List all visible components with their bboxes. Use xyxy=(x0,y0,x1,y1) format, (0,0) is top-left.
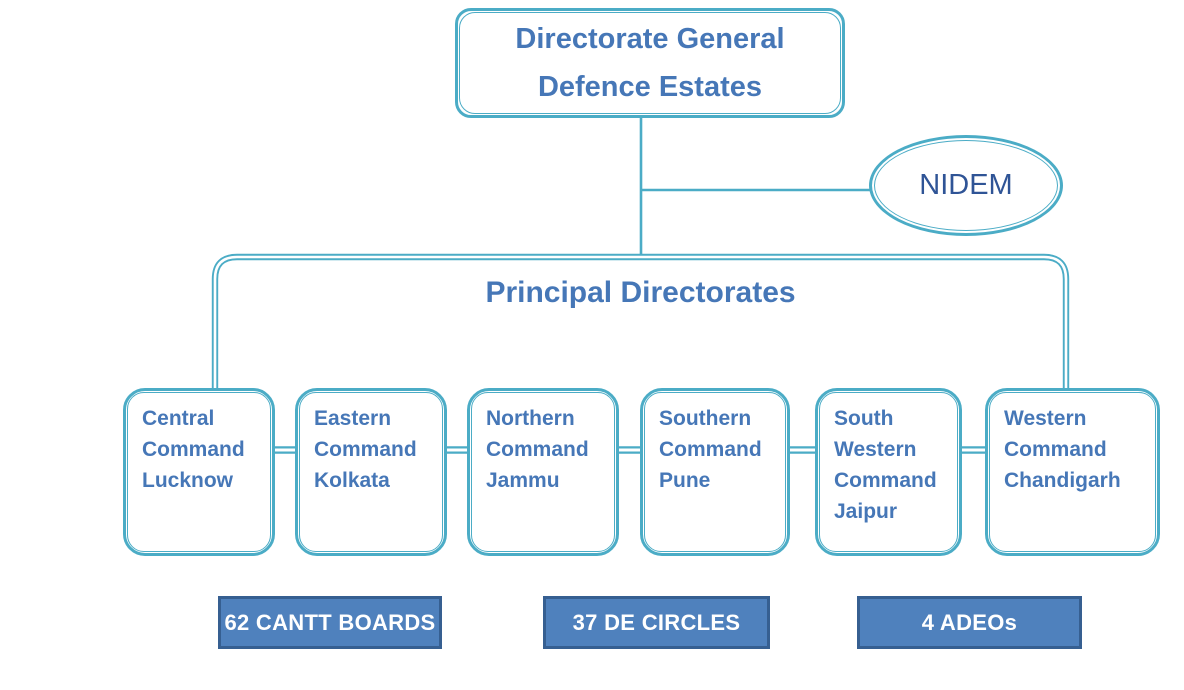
command-box-southern-label: Southern Command Pune xyxy=(659,407,762,492)
command-box-central: Central Command Lucknow xyxy=(123,388,275,556)
command-box-eastern-label: Eastern Command Kolkata xyxy=(314,407,417,492)
banner-de-circles-label: 37 DE CIRCLES xyxy=(572,609,741,635)
principal-directorates-title: Principal Directorates xyxy=(485,276,796,309)
banner-adeos-label: 4 ADEOs xyxy=(921,609,1018,635)
command-box-western: Western Command Chandigarh xyxy=(985,388,1160,556)
principal-bracket-core xyxy=(213,255,1068,392)
command-box-western-label: Western Command Chandigarh xyxy=(1004,407,1121,492)
root-box-directorate-general: Directorate General Defence Estates xyxy=(455,8,845,118)
nidem-label: NIDEM xyxy=(919,169,1013,201)
command-box-southern: Southern Command Pune xyxy=(640,388,790,556)
banner-cantt-boards-label: 62 CANTT BOARDS xyxy=(224,609,436,635)
banner-adeos: 4 ADEOs xyxy=(857,596,1082,649)
root-box-label: Directorate General Defence Estates xyxy=(515,23,785,103)
banner-de-circles: 37 DE CIRCLES xyxy=(543,596,770,649)
command-box-south-western: South Western Command Jaipur xyxy=(815,388,962,556)
command-box-northern: Northern Command Jammu xyxy=(467,388,619,556)
banner-cantt-boards: 62 CANTT BOARDS xyxy=(218,596,442,649)
command-box-northern-label: Northern Command Jammu xyxy=(486,407,589,492)
command-box-eastern: Eastern Command Kolkata xyxy=(295,388,447,556)
command-box-central-label: Central Command Lucknow xyxy=(142,407,245,492)
command-box-south-western-label: South Western Command Jaipur xyxy=(834,407,937,523)
nidem-ellipse: NIDEM xyxy=(869,135,1063,236)
